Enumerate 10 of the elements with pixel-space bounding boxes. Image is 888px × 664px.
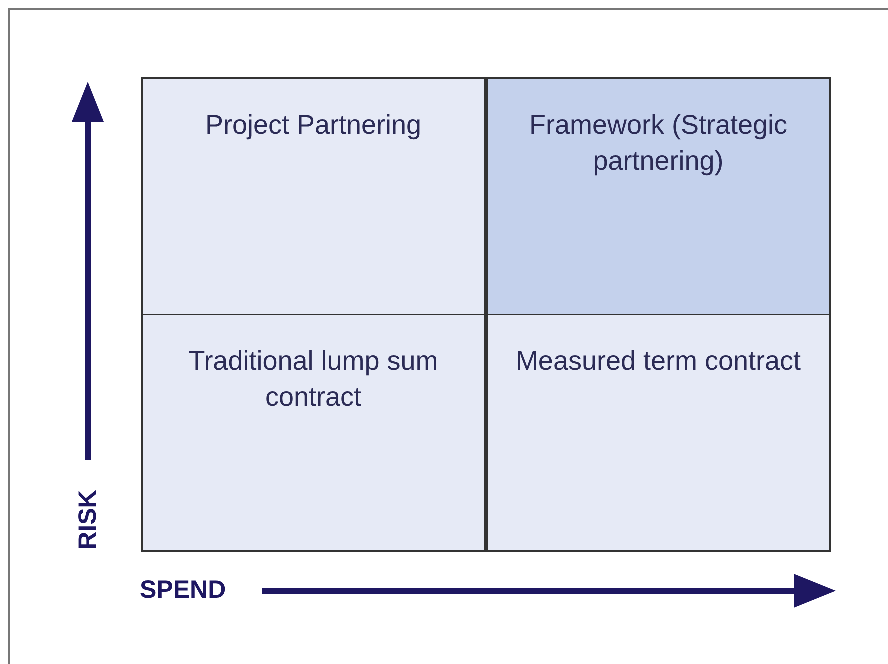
quadrant-cell xyxy=(143,315,484,550)
quadrant-label: Framework (Strategic partnering) xyxy=(528,109,789,178)
axis-label: RISK xyxy=(73,490,103,550)
quadrant-cell xyxy=(488,79,829,314)
quadrant-cell xyxy=(488,315,829,550)
quadrant-label: Measured term contract xyxy=(516,345,802,378)
axis-label: SPEND xyxy=(140,575,226,606)
quadrant-label: Project Partnering xyxy=(205,109,422,142)
quadrant-cell xyxy=(143,79,484,314)
quadrant-label: Traditional lump sum contract xyxy=(188,345,440,414)
